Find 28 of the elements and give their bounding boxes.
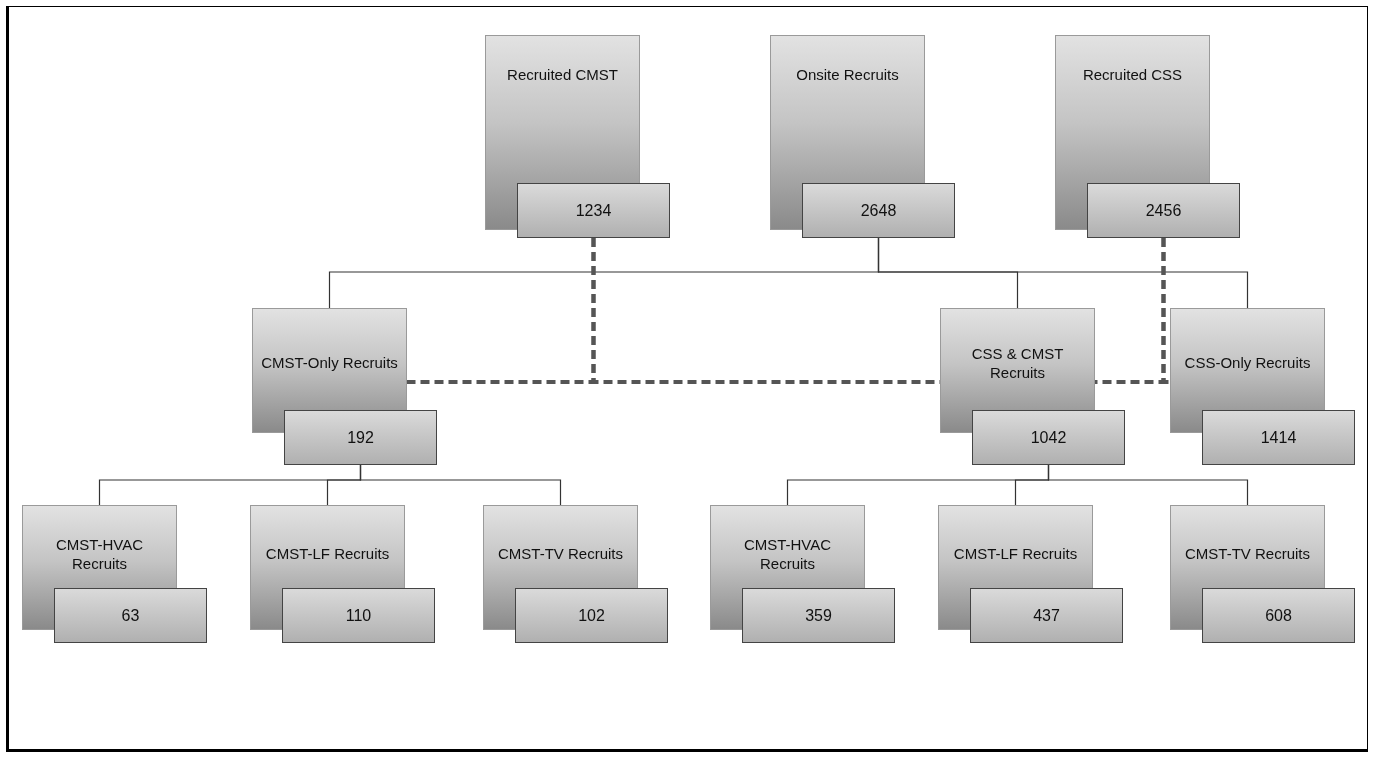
count-box: 2456 bbox=[1087, 183, 1240, 238]
count-box: 1042 bbox=[972, 410, 1125, 465]
count-box: 359 bbox=[742, 588, 895, 643]
count-box: 608 bbox=[1202, 588, 1355, 643]
card-title: Recruited CMST bbox=[507, 65, 618, 85]
card-title: CSS & CMST Recruits bbox=[970, 343, 1065, 383]
card-title: CMST-TV Recruits bbox=[1185, 544, 1310, 564]
card-title: CMST-LF Recruits bbox=[265, 544, 390, 564]
count-box: 102 bbox=[515, 588, 668, 643]
card-title: CMST-LF Recruits bbox=[953, 544, 1078, 564]
connector-line bbox=[1047, 464, 1249, 506]
card-title: CMST-TV Recruits bbox=[498, 544, 623, 564]
card-title: Recruited CSS bbox=[1082, 65, 1183, 85]
card-title: CMST-HVAC Recruits bbox=[742, 534, 833, 574]
count-box: 437 bbox=[970, 588, 1123, 643]
connector-line bbox=[877, 237, 1249, 309]
count-box: 110 bbox=[282, 588, 435, 643]
count-box: 192 bbox=[284, 410, 437, 465]
card-title: CMST-HVAC Recruits bbox=[54, 534, 145, 574]
card-title: Onsite Recruits bbox=[796, 65, 899, 85]
count-box: 63 bbox=[54, 588, 207, 643]
count-box: 2648 bbox=[802, 183, 955, 238]
card-title: CMST-Only Recruits bbox=[261, 353, 398, 373]
card-title: CSS-Only Recruits bbox=[1184, 353, 1311, 373]
dashed-connector bbox=[1161, 238, 1170, 384]
count-box: 1234 bbox=[517, 183, 670, 238]
count-box: 1414 bbox=[1202, 410, 1355, 465]
connector-line bbox=[359, 464, 562, 506]
